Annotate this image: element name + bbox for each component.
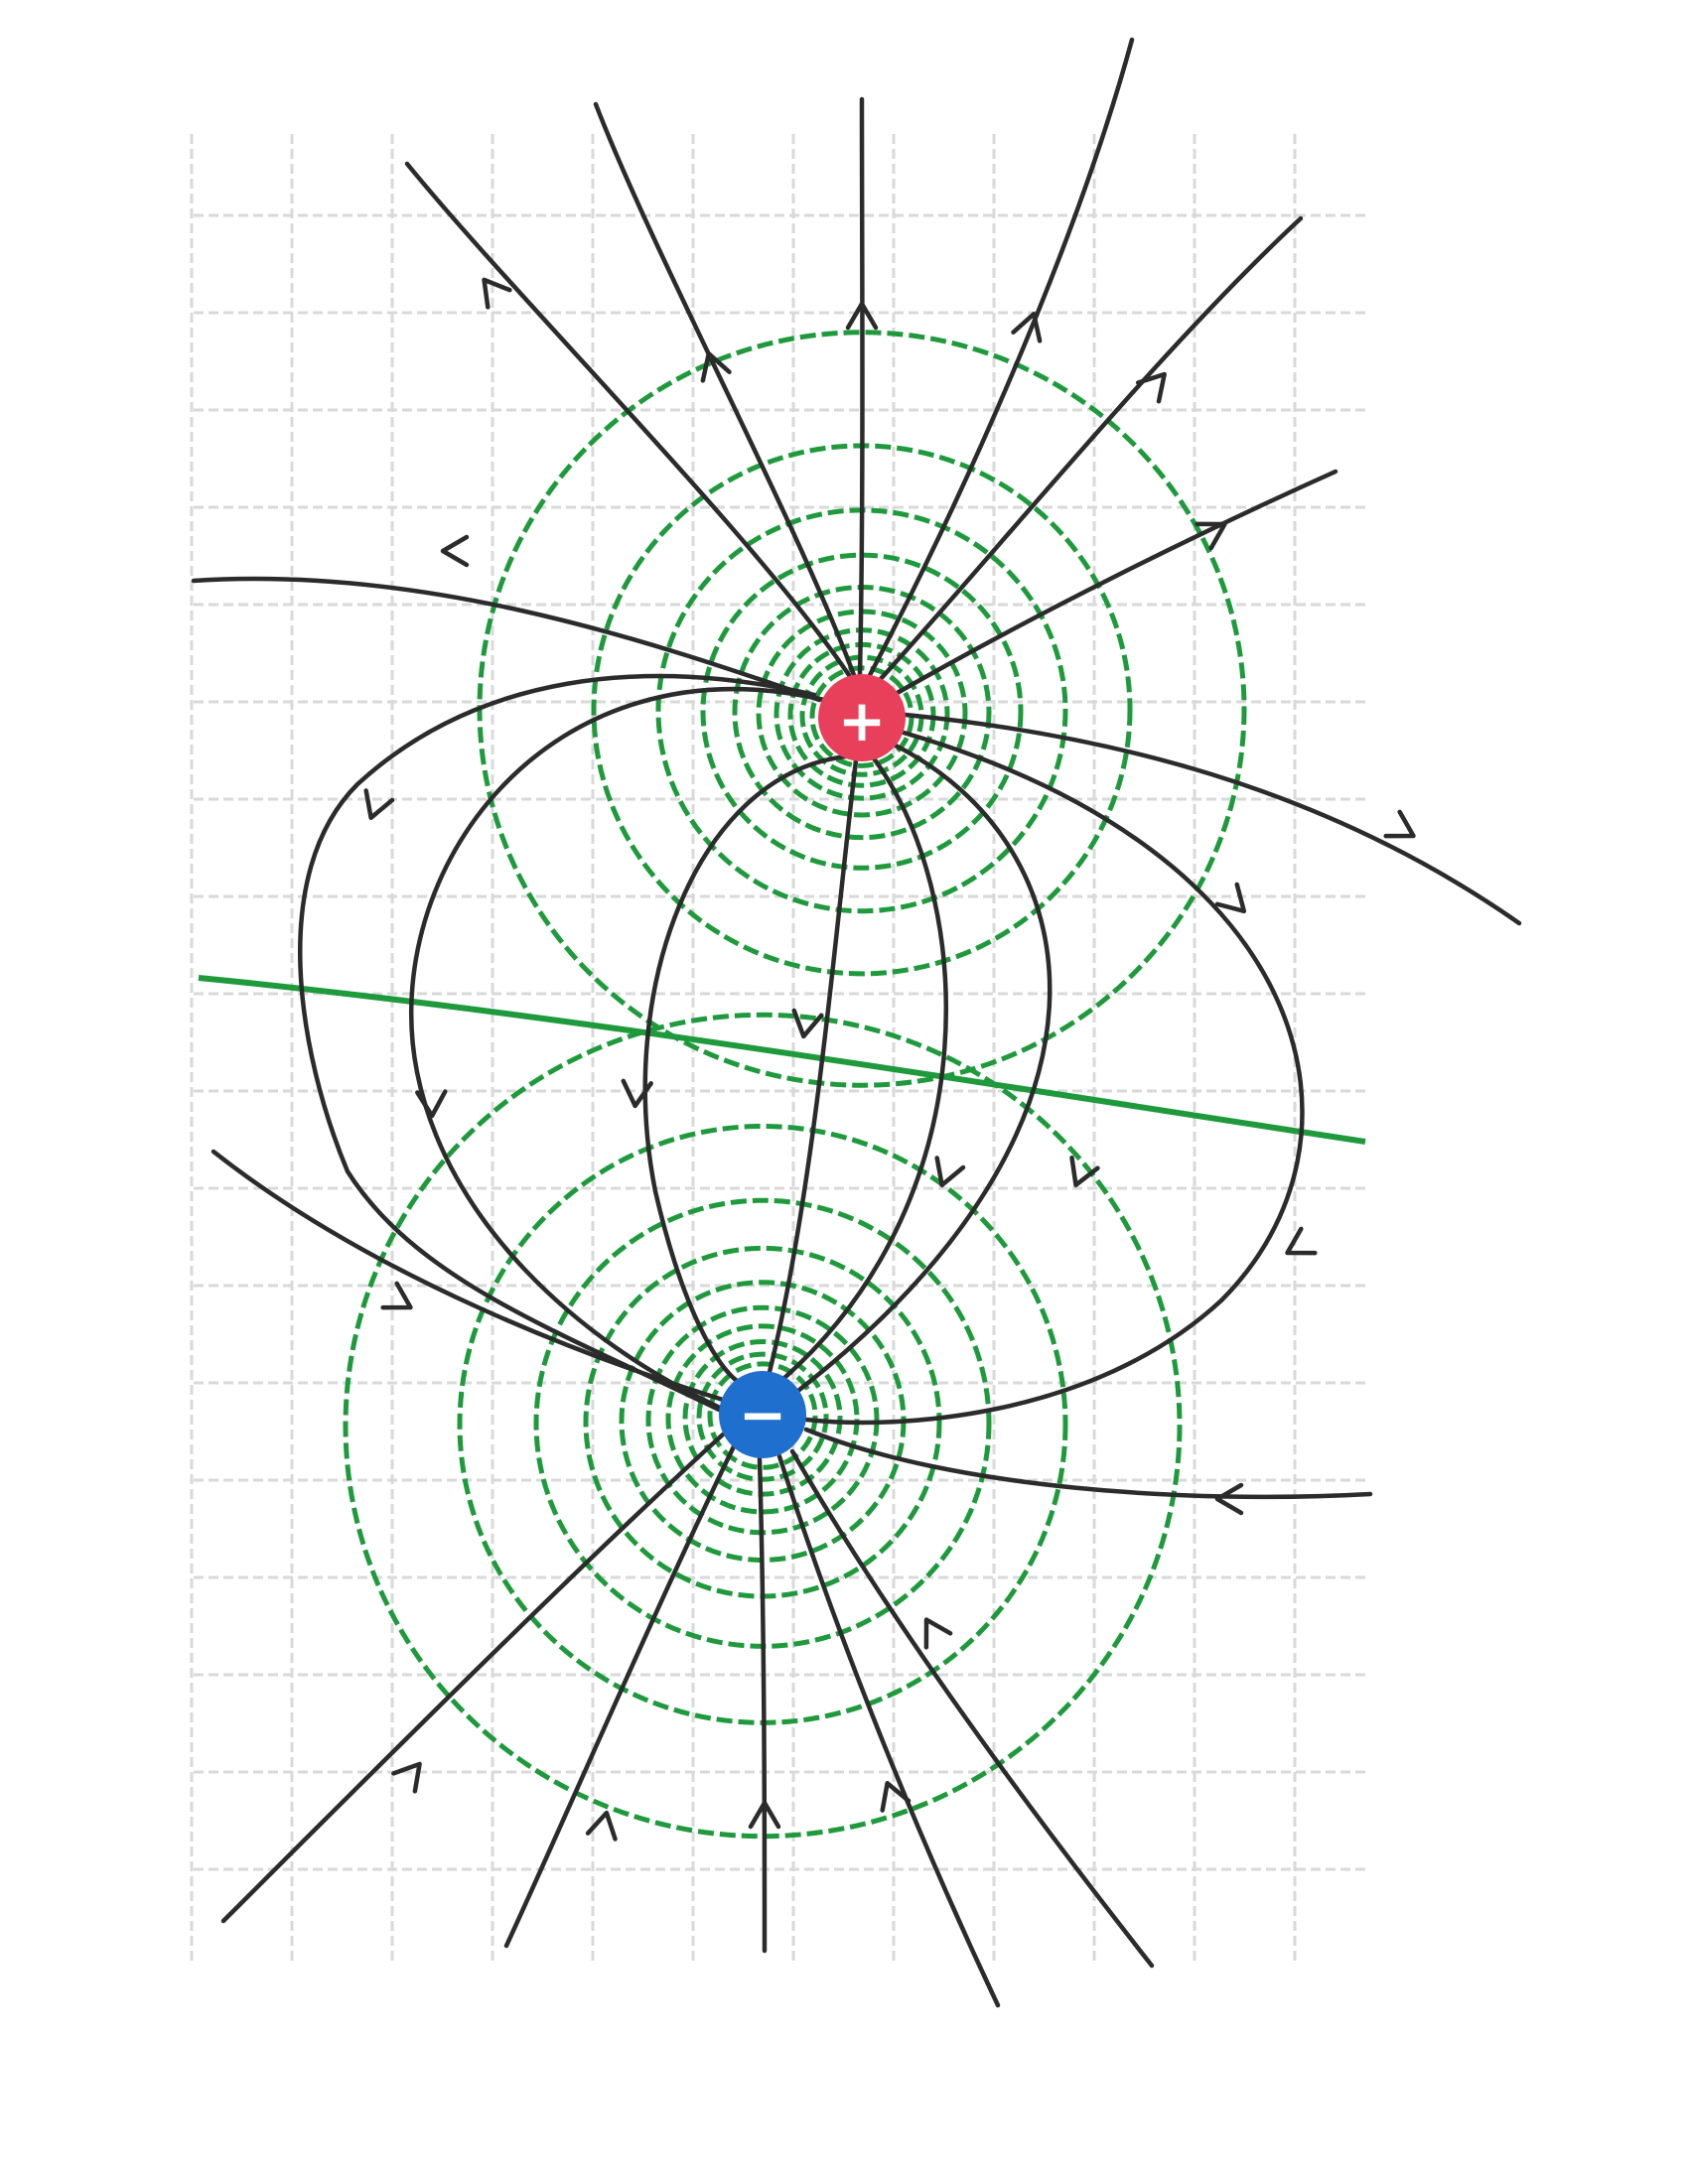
arrow-head-icon bbox=[415, 1089, 448, 1119]
field-line bbox=[781, 755, 948, 1381]
field-line bbox=[803, 1427, 1373, 1500]
field-line bbox=[796, 742, 1053, 1393]
equipotential-ring bbox=[696, 1351, 829, 1482]
charges: + − bbox=[719, 674, 906, 1458]
field-line bbox=[298, 673, 817, 1413]
arrow-head-icon bbox=[923, 1617, 953, 1650]
field-line bbox=[642, 753, 849, 1388]
field-line bbox=[803, 730, 1305, 1426]
field-line bbox=[220, 1432, 726, 1924]
arrow-head-icon bbox=[1069, 1155, 1100, 1187]
arrow-head-icon bbox=[380, 1281, 413, 1310]
field-line bbox=[789, 1448, 1155, 1969]
arrow-head-icon bbox=[748, 1800, 781, 1830]
field-line bbox=[866, 37, 1135, 680]
negative-charge-dot bbox=[719, 1371, 806, 1458]
field-line bbox=[757, 1456, 768, 1954]
field-line bbox=[903, 712, 1522, 926]
field-line bbox=[891, 469, 1338, 698]
negative-charge-label: − bbox=[739, 1381, 787, 1448]
arrow-head-icon bbox=[363, 788, 395, 821]
field-lines bbox=[191, 37, 1522, 2008]
field-line bbox=[876, 215, 1304, 684]
arrow-head-icon bbox=[482, 277, 512, 310]
field-line-arrows bbox=[363, 277, 1416, 1842]
graph-paper-grid bbox=[190, 134, 1365, 1961]
arrow-head-icon bbox=[934, 1156, 966, 1188]
arrow-head-icon bbox=[391, 1761, 422, 1794]
arrow-head-icon bbox=[440, 534, 470, 568]
arrow-head-icon bbox=[1214, 882, 1247, 914]
field-line bbox=[408, 686, 827, 1411]
negative-charge: − bbox=[719, 1371, 806, 1458]
field-line bbox=[857, 96, 865, 678]
arrow-head-icon bbox=[621, 1078, 653, 1109]
equipotential-ring bbox=[343, 1012, 1183, 1840]
arrow-head-icon bbox=[791, 1008, 824, 1039]
field-line bbox=[503, 1441, 738, 1949]
field-line bbox=[211, 1149, 726, 1403]
field-line bbox=[767, 757, 859, 1375]
field-line bbox=[191, 576, 822, 703]
positive-charge-dot bbox=[818, 674, 906, 761]
arrow-head-icon bbox=[1011, 311, 1043, 343]
zero-equipotential-line bbox=[198, 975, 1366, 1145]
arrow-head-icon bbox=[845, 301, 879, 331]
positive-charge: + bbox=[818, 674, 906, 761]
field-line bbox=[593, 101, 857, 678]
arrow-head-icon bbox=[1214, 1482, 1244, 1516]
field-line bbox=[776, 1453, 1001, 2008]
arrow-head-icon bbox=[880, 1780, 912, 1813]
arrow-head-icon bbox=[700, 350, 732, 383]
arrow-head-icon bbox=[585, 1810, 618, 1842]
arrow-head-icon bbox=[1135, 371, 1167, 404]
positive-charge-label: + bbox=[838, 687, 887, 754]
equipotential-ring bbox=[707, 1361, 818, 1470]
field-line bbox=[404, 161, 852, 678]
arrow-head-icon bbox=[1383, 809, 1416, 839]
arrow-head-icon bbox=[1195, 521, 1227, 551]
arrow-head-icon bbox=[1285, 1226, 1318, 1256]
